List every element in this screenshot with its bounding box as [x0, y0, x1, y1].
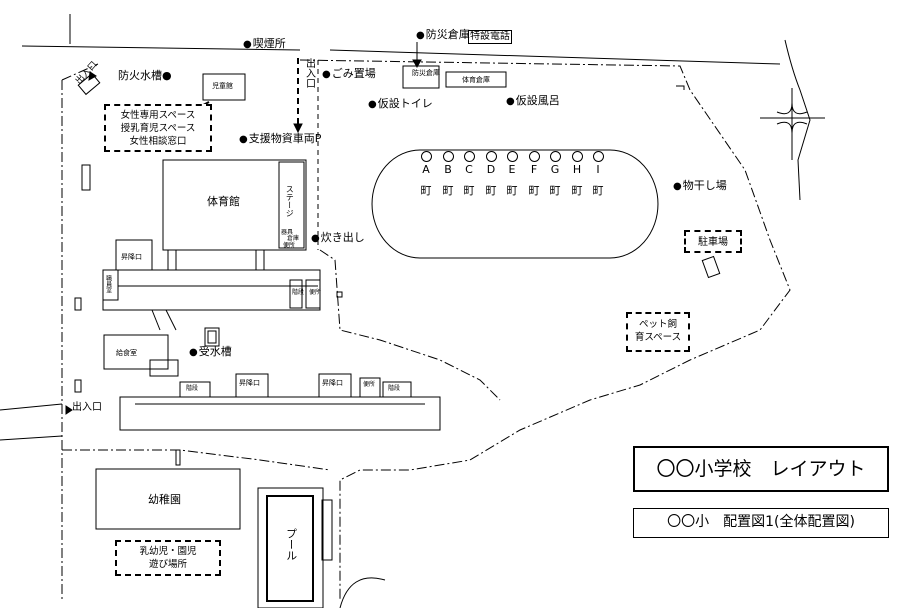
- temp-toilet-label: 仮設トイレ: [368, 97, 433, 111]
- entrance-top-label: 出入口: [303, 58, 315, 88]
- town-suffix: 町: [485, 183, 497, 197]
- taiiku-souko-label: 体育倉庫: [462, 76, 490, 84]
- parking-box: 駐車場: [684, 230, 742, 253]
- building-kindergarten: [95, 468, 241, 530]
- gym-toilet-label: 便所: [283, 242, 296, 249]
- town-suffix: 町: [506, 183, 518, 197]
- toilet-1-label: 便所: [309, 289, 322, 296]
- town-suffix: 町: [592, 183, 604, 197]
- town-circle-icon: [463, 151, 475, 162]
- town-letter: F: [530, 163, 538, 176]
- town-suffix: 町: [420, 183, 432, 197]
- stairs-3-label: 階段: [388, 385, 401, 392]
- stage-label: ステージ: [285, 185, 295, 217]
- building-shoe-entrance-1: [115, 239, 153, 271]
- infant-space-box: 乳幼児・園児 遊び場所: [115, 540, 221, 576]
- laundry-label: 物干し場: [673, 179, 727, 193]
- town-letter: B: [444, 163, 452, 176]
- temp-bath-label: 仮設風呂: [506, 94, 560, 108]
- town-suffix: 町: [463, 183, 475, 197]
- compass-icon: [760, 88, 825, 160]
- town-suffix: 町: [528, 183, 540, 197]
- town-suffix: 町: [442, 183, 454, 197]
- running-track: [371, 149, 659, 259]
- town-letter: E: [508, 163, 516, 176]
- building-school-lunch: [103, 334, 169, 370]
- town-circle-icon: [528, 151, 540, 162]
- shoe-entrance-1-label: 昇降口: [121, 253, 142, 261]
- supply-vehicle-label: 支援物資車両P: [239, 132, 322, 146]
- stairs-1-label: 階段: [292, 289, 305, 296]
- shoe-entrance-3-label: 昇降口: [322, 379, 343, 387]
- special-phone-label: 特設電話: [468, 30, 512, 44]
- shoe-entrance-2-label: 昇降口: [239, 379, 260, 387]
- bousai-souko-label: 防災倉庫: [412, 69, 440, 77]
- building-gym: [162, 159, 307, 251]
- stairs-2-label: 階段: [186, 385, 199, 392]
- entrance-left-label: 出入口: [72, 402, 102, 413]
- town-circle-icon: [549, 151, 561, 162]
- disaster-storage-label: 防災倉庫: [416, 28, 470, 42]
- town-letter: A: [422, 163, 430, 176]
- building-school-north: [102, 269, 321, 311]
- gym-storage-label: 倉庫: [287, 235, 300, 242]
- water-tank-label: 受水槽: [189, 345, 232, 359]
- town-letter: G: [550, 163, 560, 176]
- fire-tank-label: 防火水槽●: [118, 69, 172, 82]
- school-lunch-label: 給食室: [116, 349, 137, 357]
- building-childrens-hall: [202, 73, 246, 101]
- building-school-south: [119, 396, 441, 431]
- pet-space-box: ペット飼 育スペース: [626, 312, 690, 352]
- town-letter: D: [486, 163, 496, 176]
- cooking-label: 炊き出し: [311, 231, 365, 245]
- pool-label: プール: [284, 528, 298, 561]
- town-letter: I: [596, 163, 600, 176]
- town-circle-icon: [506, 151, 518, 162]
- gym-equip-label: 器具: [281, 229, 294, 236]
- town-circle-icon: [571, 151, 583, 162]
- town-letter: C: [465, 163, 473, 176]
- building-taiiku-souko: [445, 71, 507, 88]
- gym-label: 体育館: [207, 195, 240, 208]
- women-space-box: 女性専用スペース 授乳育児スペース 女性相談窓口: [104, 104, 212, 152]
- town-letter: H: [572, 163, 582, 176]
- map-title: 〇〇小学校 レイアウト: [633, 446, 889, 492]
- smoking-area-label: 喫煙所: [243, 37, 286, 51]
- staff-room-label: 職員室: [104, 275, 112, 293]
- site-boundary: [61, 59, 791, 600]
- town-circle-icon: [485, 151, 497, 162]
- childrens-hall-label: 児童館: [212, 82, 233, 90]
- town-suffix: 町: [549, 183, 561, 197]
- town-circle-icon: [420, 151, 432, 162]
- toilet-2-label: 便所: [363, 381, 376, 388]
- building-bousai-souko: [402, 65, 440, 89]
- garbage-label: ごみ置場: [322, 67, 376, 81]
- town-circle-icon: [592, 151, 604, 162]
- map-subtitle: 〇〇小 配置図1(全体配置図): [633, 508, 889, 538]
- kindergarten-label: 幼稚園: [148, 493, 181, 506]
- town-circle-icon: [442, 151, 454, 162]
- town-suffix: 町: [571, 183, 583, 197]
